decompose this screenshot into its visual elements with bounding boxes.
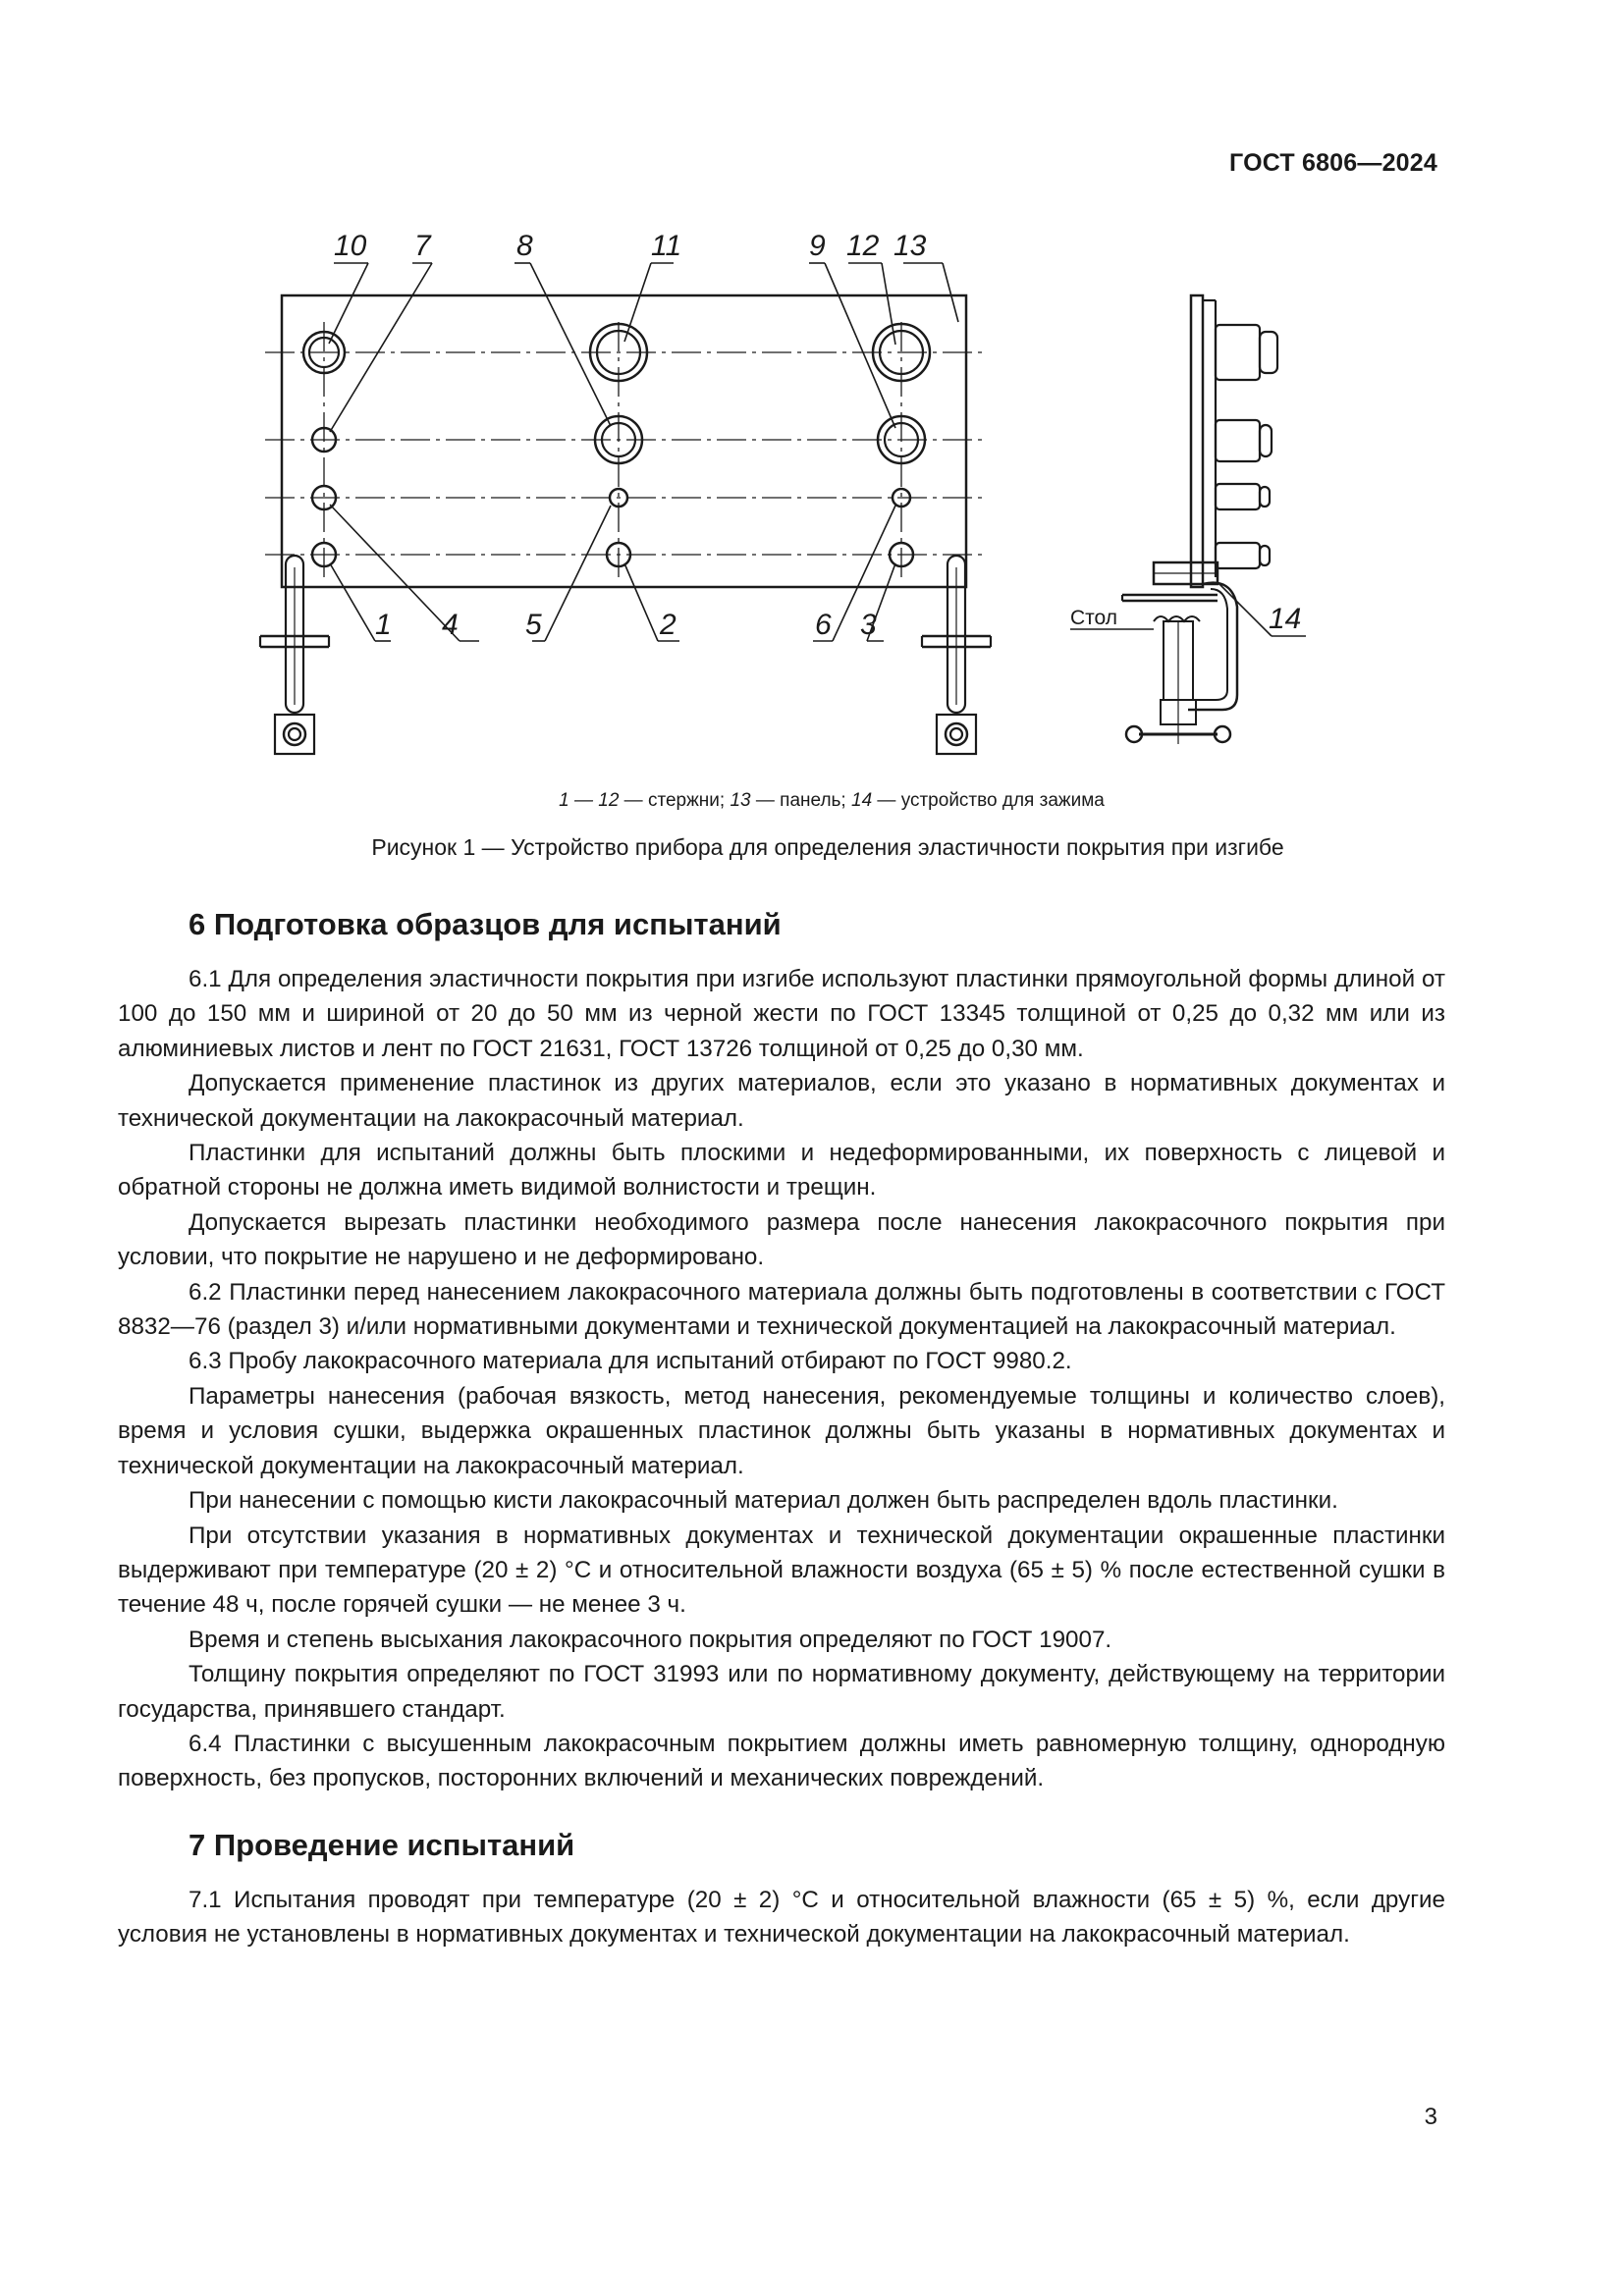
legend-ref-rods: 1 — 12 <box>559 790 620 811</box>
figure-legend: 1 — 12 — стержни; 13 — панель; 14 — устр… <box>20 790 1624 812</box>
legend-text-panel: — панель; <box>750 790 851 811</box>
paragraph: 6.2 Пластинки перед нанесением лакокрасо… <box>118 1278 1445 1341</box>
left-leg <box>258 554 331 756</box>
callout-2: 2 <box>659 609 677 641</box>
callout-5: 5 <box>525 609 542 641</box>
rod-10 <box>301 330 347 375</box>
document-code-header: ГОСТ 6806—2024 <box>1229 149 1437 177</box>
legend-ref-panel: 13 <box>730 790 751 811</box>
paragraph: Пластинки для испытаний должны быть плос… <box>118 1140 1445 1201</box>
rod-2 <box>605 541 632 568</box>
side-view <box>1070 294 1306 744</box>
rod-12 <box>871 322 932 383</box>
legend-ref-clamp: 14 <box>851 790 873 811</box>
section-6-title: 6 Подготовка образцов для испытаний <box>189 907 782 941</box>
paragraph: При нанесении с помощью кисти лакокрасоч… <box>189 1487 1338 1515</box>
callout-14: 14 <box>1269 603 1301 635</box>
callout-1: 1 <box>375 609 392 641</box>
rod-1 <box>310 541 338 568</box>
apparatus-figure: 10 7 8 11 9 12 13 1 4 5 2 6 3 14 Стол <box>226 224 1335 783</box>
callout-4: 4 <box>442 609 459 641</box>
page-number: 3 <box>1424 2104 1437 2130</box>
rod-8 <box>593 414 644 465</box>
rod-5 <box>608 487 629 508</box>
callout-7: 7 <box>414 230 432 262</box>
paragraph: 6.1 Для определения эластичности покрыти… <box>118 966 1445 1062</box>
paragraph: 6.3 Пробу лакокрасочного материала для и… <box>189 1348 1072 1375</box>
callout-6: 6 <box>815 609 832 641</box>
paragraph: Параметры нанесения (рабочая вязкость, м… <box>118 1382 1445 1479</box>
rod-11 <box>588 322 649 383</box>
callout-12: 12 <box>846 230 880 262</box>
paragraph: Допускается вырезать пластинки необходим… <box>118 1208 1445 1271</box>
section-7-title: 7 Проведение испытаний <box>189 1827 575 1862</box>
table-label: Стол <box>1070 607 1117 629</box>
paragraph: 7.1 Испытания проводят при температуре (… <box>118 1886 1445 1949</box>
panel <box>280 294 968 589</box>
callout-10: 10 <box>334 230 367 262</box>
right-leg <box>920 554 993 756</box>
figure-caption: Рисунок 1 — Устройство прибора для опред… <box>371 834 1284 860</box>
legend-text-rods: — стержни; <box>619 790 731 811</box>
document-body: 6 Подготовка образцов для испытаний 6.1 … <box>118 905 1445 1952</box>
rod-6 <box>891 487 912 508</box>
rod-3 <box>888 541 915 568</box>
callout-13: 13 <box>893 230 927 262</box>
rod-4 <box>310 484 338 511</box>
paragraph: Толщину покрытия определяют по ГОСТ 3199… <box>118 1661 1445 1723</box>
paragraph: 6.4 Пластинки с высушенным лакокрасочным… <box>118 1730 1445 1792</box>
callout-3: 3 <box>860 609 877 641</box>
callout-9: 9 <box>809 230 826 262</box>
callout-11: 11 <box>651 230 681 262</box>
paragraph: Время и степень высыхания лакокрасочного… <box>189 1626 1112 1653</box>
callout-8: 8 <box>516 230 533 262</box>
legend-text-clamp: — устройство для зажима <box>872 790 1105 811</box>
paragraph: При отсутствии указания в нормативных до… <box>118 1522 1445 1619</box>
rod-9 <box>876 414 927 465</box>
rod-7 <box>310 426 338 454</box>
paragraph: Допускается применение пластинок из друг… <box>118 1070 1445 1132</box>
apparatus-drawing: 10 7 8 11 9 12 13 1 4 5 2 6 3 14 Стол <box>258 230 1306 756</box>
